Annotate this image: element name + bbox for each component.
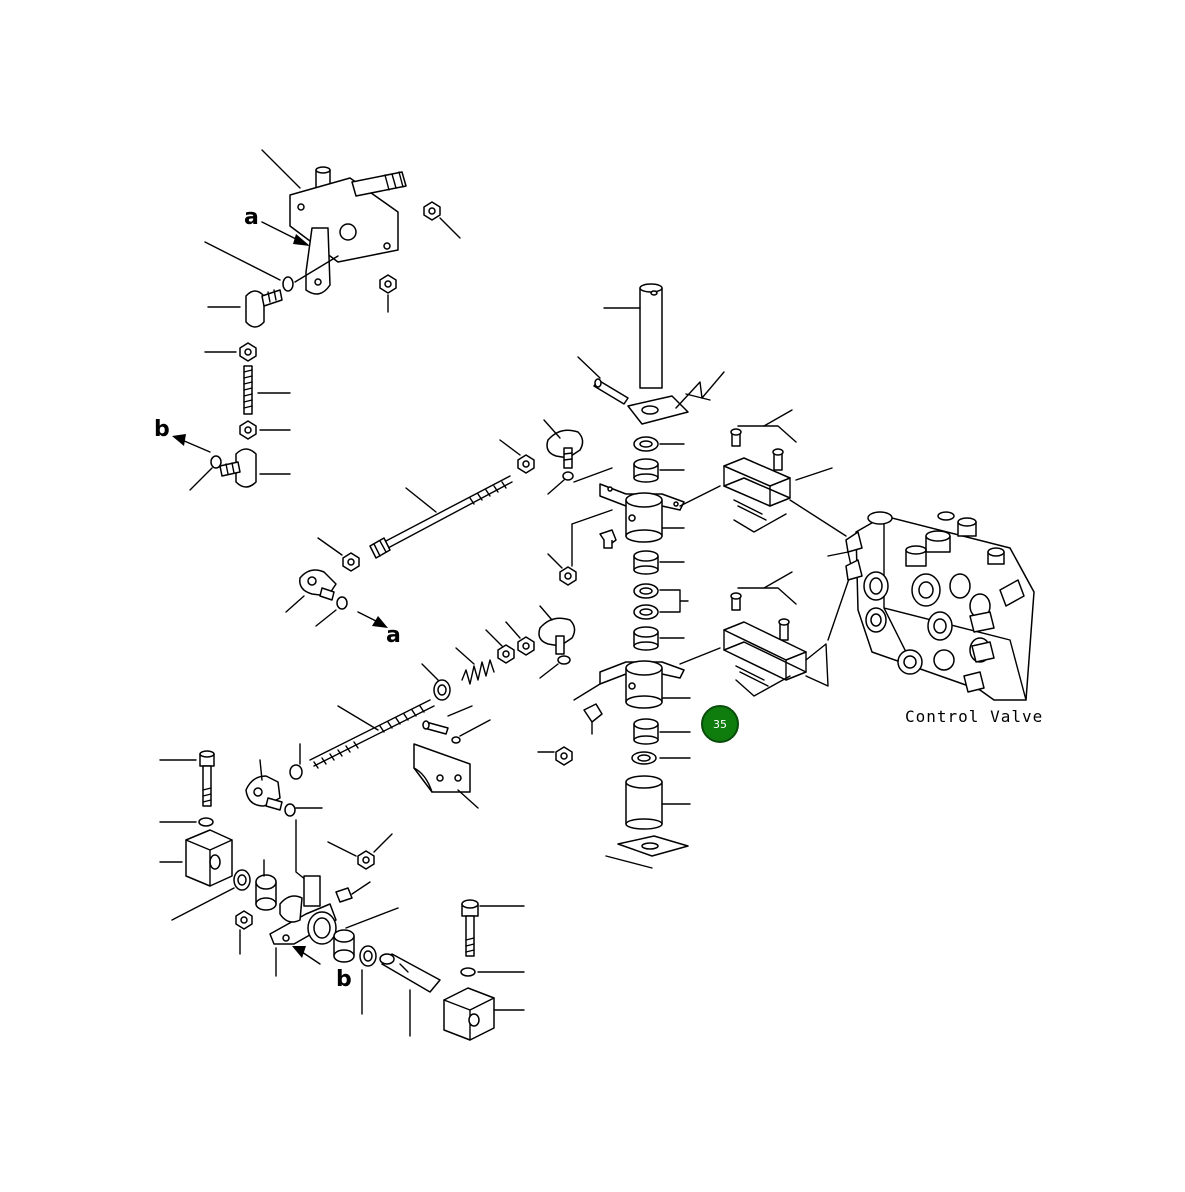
block-bottom-left	[185, 829, 233, 887]
bolt-plate	[593, 378, 689, 425]
lower-link-plates	[723, 571, 829, 697]
upper-link-plates	[723, 409, 797, 533]
callout-b-bottom: b	[336, 967, 352, 992]
callout-a-middle: a	[386, 623, 401, 648]
lever-bracket-assembly	[289, 166, 407, 295]
lower-bushings	[617, 718, 689, 857]
grease-fitting-upper	[599, 529, 617, 549]
upper-bushings	[633, 436, 659, 483]
bolt-bottom-left	[199, 750, 215, 807]
bushing-right	[333, 929, 377, 967]
vertical-shaft	[639, 283, 663, 389]
ball-joint-lower-rod	[538, 617, 576, 655]
bushing-left	[255, 874, 277, 911]
nut-lever	[379, 274, 397, 294]
control-valve-label: Control Valve	[905, 707, 1043, 726]
pivot-pin	[379, 953, 441, 993]
grease-fitting-lower	[583, 703, 603, 723]
lower-rod-bracket	[413, 743, 471, 793]
ball-joint-lower	[219, 448, 257, 488]
rod-end-lower-left	[245, 775, 283, 811]
upper-lever-block	[599, 483, 685, 543]
part-number-badge[interactable]: 35	[701, 705, 739, 743]
lower-lever-arm	[269, 875, 337, 945]
control-valve-body	[845, 511, 1035, 701]
lower-linkage-rod	[309, 699, 435, 769]
ball-joint-upper	[245, 289, 283, 328]
rod-end-upper-left	[299, 569, 337, 601]
upper-linkage-rod	[369, 475, 513, 559]
nut-top-right	[423, 201, 441, 221]
part-number-badge-label: 35	[713, 718, 727, 731]
lower-lever-block	[599, 660, 685, 709]
callout-b-left: b	[154, 417, 170, 442]
bolt-bottom-right	[461, 899, 479, 957]
middle-bushings	[633, 550, 659, 651]
ball-joint-upper-rod	[546, 429, 584, 469]
block-bottom-right	[443, 987, 495, 1041]
callout-a-top: a	[244, 205, 259, 230]
spring	[461, 659, 495, 685]
